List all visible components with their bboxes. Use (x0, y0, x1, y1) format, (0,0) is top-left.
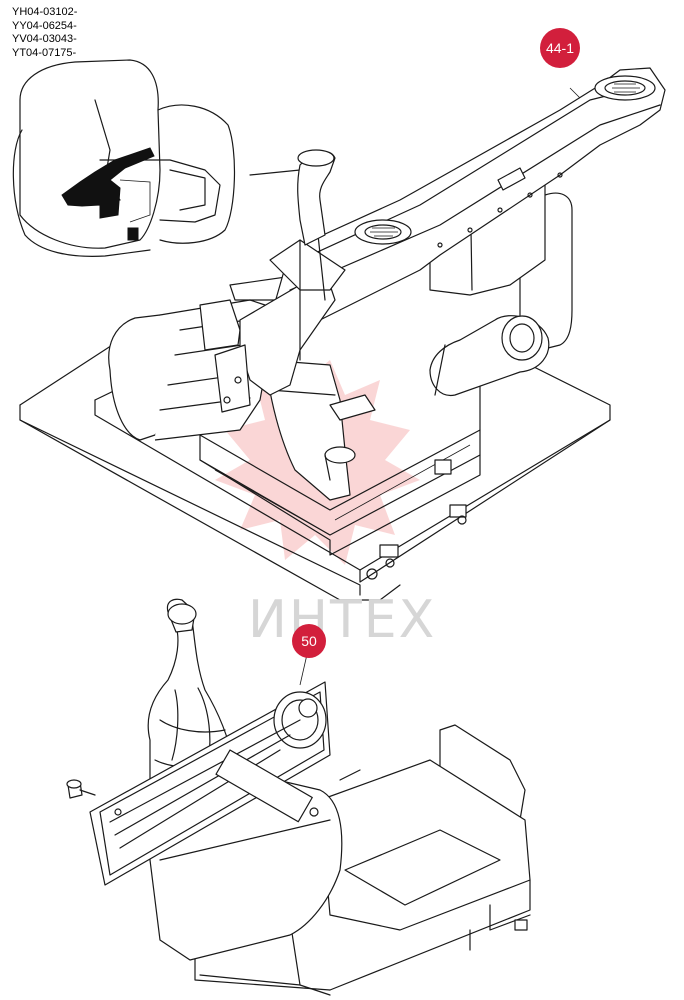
screw-icon (66, 779, 96, 799)
callout-leader (569, 87, 581, 99)
seat-inset-view (12, 59, 236, 257)
main-air-duct[interactable] (214, 67, 666, 413)
callout-44-1[interactable]: 44-1 (540, 28, 580, 68)
serial-number: YT04-07175- (12, 46, 77, 59)
serial-number: YY04-06254- (12, 19, 77, 32)
serial-number-list: YH04-03102- YY04-06254- YV04-03043- YT04… (12, 6, 77, 60)
callout-50[interactable]: 50 (292, 624, 326, 658)
highlighted-part-icon (61, 147, 155, 219)
watermark-text: ИНТЕХ (248, 590, 437, 650)
serial-number: YH04-03102- (12, 6, 78, 18)
serial-number: YV04-03043- (12, 33, 77, 45)
side-panel-part-50[interactable] (89, 681, 331, 886)
